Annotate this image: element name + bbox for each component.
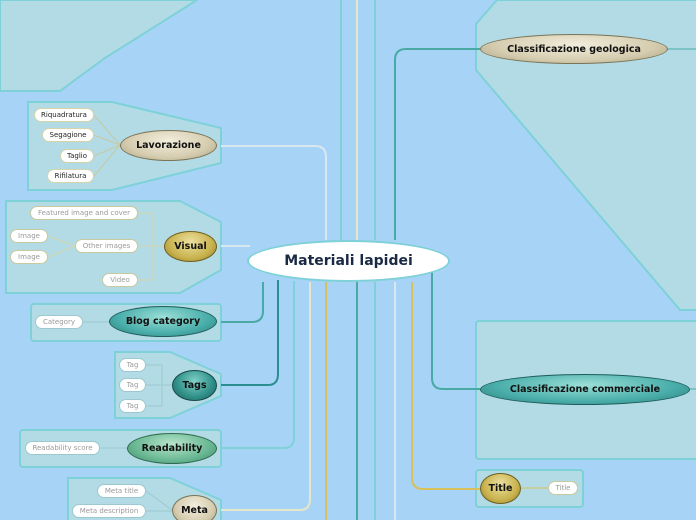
- panel-classificazione-geologica: [475, 0, 696, 311]
- child-taglio[interactable]: Taglio: [60, 149, 94, 163]
- node-classificazione-geologica[interactable]: Classificazione geologica: [480, 34, 668, 64]
- panel-top-left: [0, 0, 199, 92]
- child-tag-1[interactable]: Tag: [119, 358, 146, 372]
- child-meta-title[interactable]: Meta title: [97, 484, 146, 498]
- node-tags[interactable]: Tags: [172, 370, 217, 401]
- node-lavorazione[interactable]: Lavorazione: [120, 130, 217, 161]
- child-tag-2[interactable]: Tag: [119, 378, 146, 392]
- node-meta[interactable]: Meta: [172, 495, 217, 520]
- node-readability[interactable]: Readability: [127, 433, 217, 464]
- child-image-1[interactable]: Image: [10, 229, 48, 243]
- child-video[interactable]: Video: [102, 273, 138, 287]
- child-other-images[interactable]: Other images: [75, 239, 138, 253]
- node-visual[interactable]: Visual: [164, 231, 217, 262]
- child-riquadratura[interactable]: Riquadratura: [34, 108, 94, 122]
- node-classificazione-commerciale[interactable]: Classificazione commerciale: [480, 374, 690, 405]
- node-title[interactable]: Title: [480, 473, 521, 504]
- child-segagione[interactable]: Segagione: [42, 128, 94, 142]
- child-featured-image[interactable]: Featured image and cover: [30, 206, 138, 220]
- child-tag-3[interactable]: Tag: [119, 399, 146, 413]
- child-meta-description[interactable]: Meta description: [72, 504, 146, 518]
- child-title[interactable]: Title: [548, 481, 578, 495]
- central-topic[interactable]: Materiali lapidei: [247, 240, 450, 282]
- child-readability-score[interactable]: Readability score: [25, 441, 100, 455]
- child-category[interactable]: Category: [35, 315, 83, 329]
- child-image-2[interactable]: Image: [10, 250, 48, 264]
- child-rifilatura[interactable]: Rifilatura: [47, 169, 94, 183]
- node-blog-category[interactable]: Blog category: [109, 306, 217, 337]
